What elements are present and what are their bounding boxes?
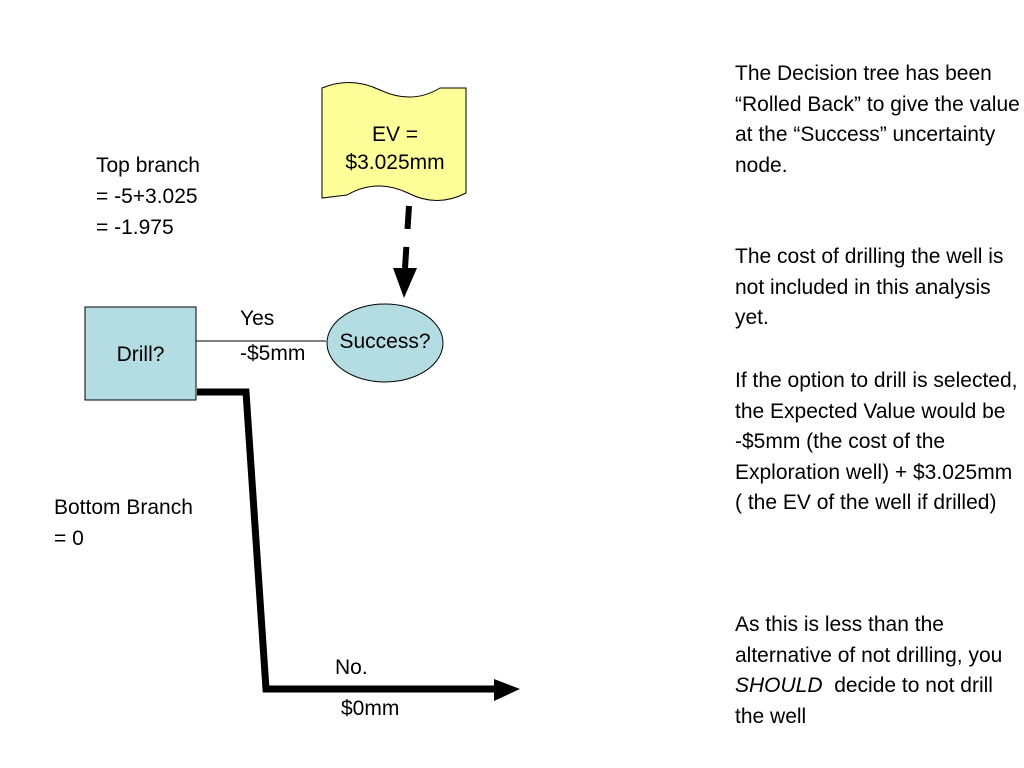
no-branch-arrowhead	[494, 679, 520, 701]
yes-branch-label: Yes	[240, 307, 275, 330]
explanation-paragraph-1: The Decision tree has been “Rolled Back”…	[735, 62, 1020, 177]
explanation-p4-end: decide to not drill the well	[735, 674, 999, 728]
ev-flag-line1: EV =	[371, 123, 419, 146]
ev-flag-label: EV = $3.025mm	[322, 121, 468, 177]
decision-node-box	[84, 306, 197, 401]
explanation-paragraph-2: The cost of drilling the well is not inc…	[735, 245, 1004, 329]
top-branch-line1: Top branch	[96, 154, 200, 177]
explanation-p4-start: As this is less than the alternative of …	[735, 613, 1003, 667]
ev-flag-shape	[321, 82, 467, 201]
bottom-branch-line1: Bottom Branch	[54, 496, 193, 519]
ev-flag-line2: $3.025mm	[345, 151, 445, 174]
top-branch-annotation: Top branch = -5+3.025 = -1.975	[96, 150, 200, 243]
explanation-paragraph-3: If the option to drill is selected, the …	[735, 369, 1018, 514]
explanation-paragraph-4: As this is less than the alternative of …	[735, 610, 1020, 732]
bottom-branch-line2: = 0	[54, 527, 84, 550]
top-branch-line2: = -5+3.025	[96, 185, 198, 208]
ev-arrowhead	[393, 268, 417, 298]
no-branch-line	[197, 388, 498, 693]
no-branch-label: No.	[335, 656, 368, 679]
no-branch-value: $0mm	[341, 697, 400, 720]
chance-node-label: Success?	[339, 330, 431, 353]
bottom-branch-annotation: Bottom Branch = 0	[54, 492, 193, 554]
yes-branch-value: -$5mm	[240, 342, 306, 365]
decision-node-label: Drill?	[116, 343, 165, 366]
ev-dashed-connector	[402, 205, 412, 269]
chance-node-ellipse	[326, 303, 444, 383]
decision-tree-diagram	[84, 82, 520, 701]
top-branch-line3: = -1.975	[96, 216, 174, 239]
explanation-p4-emphasis: SHOULD	[735, 674, 823, 697]
